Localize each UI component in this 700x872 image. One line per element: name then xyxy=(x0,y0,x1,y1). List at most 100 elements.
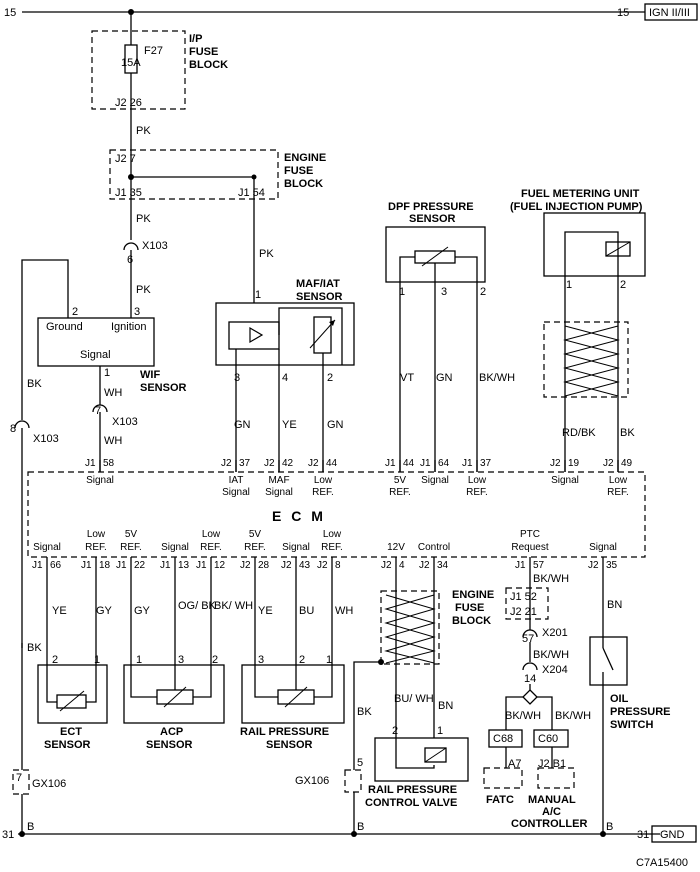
engine-fuse-bottom-title1: ENGINE xyxy=(452,589,494,601)
engine-fuse-title2: FUSE xyxy=(284,165,313,177)
ip-fuse-title3: BLOCK xyxy=(189,59,228,71)
manual-ac-box xyxy=(537,767,575,789)
ecm-bottom-pin-desc1: Low xyxy=(323,529,342,540)
ecm-bottom-pin-id: J2 xyxy=(281,560,292,571)
bottom-bus-right-b: B xyxy=(606,821,613,833)
engine-fuse-block-bottom: BK/WH J1 52 J2 21 ENGINE FUSE BLOCK 57 X… xyxy=(452,557,591,830)
rail-sensor-title1: RAIL PRESSURE xyxy=(240,726,329,738)
engine-fuse-block-top: J2 7 J1 35 J1 54 ENGINE FUSE BLOCK PK PK xyxy=(109,149,326,303)
ecm-top-pin-desc1: Signal xyxy=(86,475,114,486)
wire-wh-2: WH xyxy=(104,435,122,447)
x204-label: X204 xyxy=(542,664,568,676)
x103-c-label: X103 xyxy=(33,433,59,445)
x103-a-label: X103 xyxy=(142,240,168,252)
x103-c-pin: 8 xyxy=(10,423,16,435)
oil-title2: PRESSURE xyxy=(610,706,671,718)
engine-fuse-pin-out2: J1 54 xyxy=(238,187,265,199)
ecm-bottom-pin-desc2: 12V xyxy=(387,542,405,553)
wire-gn-1: GN xyxy=(234,419,251,431)
wire-bkwh-2: BK/ WH xyxy=(214,600,253,612)
maf-title1: MAF/IAT xyxy=(296,278,340,290)
bottom-bus-right-num: 31 xyxy=(637,829,649,841)
ecm-top-pin-desc1: Low xyxy=(468,475,487,486)
ecm-top-pin-num: 37 xyxy=(480,458,492,469)
ecm-top-pin-desc2: REF. xyxy=(312,487,334,498)
acp-pin1: 1 xyxy=(136,654,142,666)
wire-gy-2: GY xyxy=(134,605,151,617)
ecm-top-pin-id: J2 xyxy=(603,458,614,469)
ecm-bottom-pin-desc1: 5V xyxy=(249,529,262,540)
ecm-top-pin-id: J1 xyxy=(462,458,473,469)
gx106-a-label: GX106 xyxy=(32,778,66,790)
ecm-bottom-pin-num: 35 xyxy=(606,560,618,571)
dpf-title2: SENSOR xyxy=(409,213,456,225)
valve-title2: CONTROL VALVE xyxy=(365,797,457,809)
ecm-top-pin-desc1: MAF xyxy=(268,475,289,486)
wire-pk-4: PK xyxy=(136,284,151,296)
diagram-id-code: C7A15400 xyxy=(636,857,688,869)
ect-sensor: YE GY 2 1 ECT SENSOR xyxy=(37,557,113,751)
bottom-bus-left-num: 31 xyxy=(2,829,14,841)
dpf-pin1: 1 xyxy=(399,286,405,298)
oil-pressure-switch: BN OIL PRESSURE SWITCH xyxy=(589,557,671,834)
ecm-label: E C M xyxy=(272,508,326,524)
ecm-top-pin-desc1: Signal xyxy=(551,475,579,486)
manual-ac-pin: J2 B1 xyxy=(538,758,566,770)
bottom-bus-mid-b: B xyxy=(357,821,364,833)
acp-title2: SENSOR xyxy=(146,739,193,751)
ecm-box xyxy=(27,471,646,558)
wif-pin-ground: 2 xyxy=(72,306,78,318)
wire-ye-2: YE xyxy=(52,605,67,617)
wire-gy-1: GY xyxy=(96,605,113,617)
wire-bkwh-6: BK/WH xyxy=(555,710,591,722)
maf-pin1: 1 xyxy=(255,289,261,301)
top-bus-right-num: 15 xyxy=(617,7,629,19)
ecm-top-pin-id: J2 xyxy=(264,458,275,469)
ecm-bottom-pin-id: J1 xyxy=(32,560,43,571)
ecm-bottom-pin-num: 12 xyxy=(214,560,226,571)
ecm-bottom-pin-id: J2 xyxy=(317,560,328,571)
acp-title1: ACP xyxy=(160,726,183,738)
ecm-bottom-pin-id: J2 xyxy=(240,560,251,571)
engine-fuse-bottom-title3: BLOCK xyxy=(452,615,491,627)
ecm-bottom-pin-num: 22 xyxy=(134,560,146,571)
ecm-top-pin-num: 44 xyxy=(326,458,338,469)
wif-signal: Signal xyxy=(80,349,111,361)
ecm-top-pin-desc2: Signal xyxy=(265,487,293,498)
ecm-bottom-pin-id: J1 xyxy=(81,560,92,571)
ecm-bottom-pin-num: 8 xyxy=(335,560,341,571)
ecm-bottom-pin-desc1: PTC xyxy=(520,529,540,540)
ecm-bottom-pin-desc2: REF. xyxy=(200,542,222,553)
engine-fuse-title1: ENGINE xyxy=(284,152,326,164)
wif-ground: Ground xyxy=(46,321,83,333)
ecm-bottom-pin-desc2: REF. xyxy=(85,542,107,553)
splice-icon xyxy=(522,689,538,705)
wif-sensor: Ground Ignition Signal 2 3 1 WIF SENSOR … xyxy=(21,259,187,472)
wire-bk-3: BK xyxy=(27,642,42,654)
x204-pin: 14 xyxy=(524,673,536,685)
rail-sensor-pin1: 1 xyxy=(326,654,332,666)
acp-pin3: 3 xyxy=(178,654,184,666)
ecm-bottom-pin-desc2: Signal xyxy=(33,542,61,553)
manual-ac-title1: MANUAL xyxy=(528,794,576,806)
wire-vt: VT xyxy=(400,372,414,384)
x201-pin: 57 xyxy=(522,633,534,645)
engine-fuse-pin-out1: J1 35 xyxy=(115,187,142,199)
ecm-top-pin-id: J1 xyxy=(385,458,396,469)
top-bus-label: IGN II/III xyxy=(649,7,690,19)
fmu-title1: FUEL METERING UNIT xyxy=(521,188,640,200)
ecm-top-pin-num: 64 xyxy=(438,458,450,469)
ip-fuse-title2: FUSE xyxy=(189,46,218,58)
ecm-bottom-pin-desc1: Low xyxy=(87,529,106,540)
engine-fuse-bottom-pin-b: J2 21 xyxy=(510,606,537,618)
ground-gx106-7: 7 GX106 xyxy=(12,769,66,834)
wire-bk-2: BK xyxy=(620,427,635,439)
